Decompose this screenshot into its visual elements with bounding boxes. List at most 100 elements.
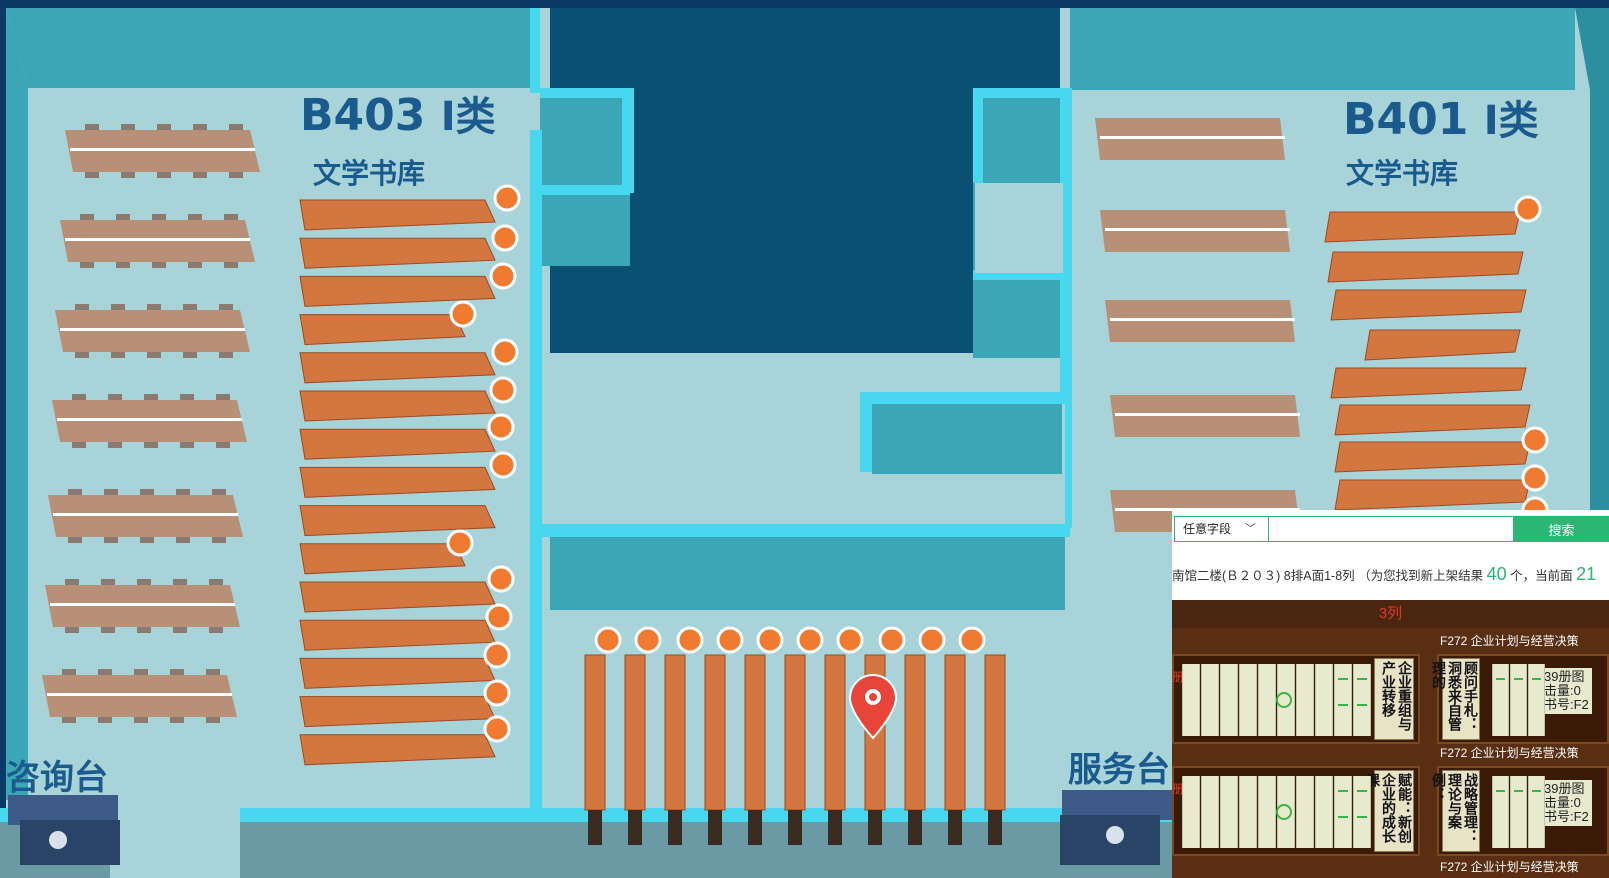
book-title-b[interactable]: 战略管理：理论与案例： [1430, 770, 1480, 852]
book-spine[interactable] [1492, 776, 1509, 848]
reading-table [48, 489, 243, 543]
service-desk-label: 服务台 [1068, 750, 1170, 790]
book-spine[interactable] [1201, 664, 1219, 736]
chevron-down-icon: ﹀ [1245, 523, 1256, 535]
bookshelf-base [828, 810, 842, 845]
shelf-marker-icon [487, 413, 515, 441]
bookshelf-base [948, 810, 962, 845]
room-b403-name: 文学书库 [313, 157, 426, 190]
book-spine[interactable] [1353, 776, 1371, 848]
book-title-a[interactable]: 企业重组与产业转移 [1374, 658, 1414, 740]
room-b403-code: B403 Ⅰ类 [300, 90, 496, 141]
shelf-marker-icon [796, 626, 824, 654]
search-button[interactable]: 搜索 [1514, 516, 1609, 542]
reading-table [65, 124, 260, 178]
book-spine[interactable] [1220, 664, 1238, 736]
bookshelf-base [588, 810, 602, 845]
book-spine[interactable] [1334, 664, 1352, 736]
shelf-marker-icon [489, 451, 517, 479]
book-spine[interactable] [1510, 664, 1527, 736]
shelf-marker-icon [878, 626, 906, 654]
more-icon[interactable] [1276, 801, 1292, 820]
bookshelf [299, 390, 496, 422]
bookshelf [984, 654, 1006, 811]
bookshelf-base [868, 810, 882, 845]
book-spine[interactable] [1353, 664, 1371, 736]
bookshelf [299, 314, 466, 346]
book-title-a[interactable]: 赋能：新创企业的成长课 [1364, 770, 1414, 852]
bookshelf-base [748, 810, 762, 845]
shelf-marker-icon [487, 565, 515, 593]
book-spine[interactable] [1182, 664, 1200, 736]
search-input[interactable] [1268, 516, 1514, 542]
book-spine[interactable] [1315, 664, 1333, 736]
reading-table [1105, 300, 1295, 342]
shelf-marker-icon [493, 184, 521, 212]
bookshelf [299, 275, 496, 307]
bookshelf [1334, 404, 1531, 436]
bookshelf-base [668, 810, 682, 845]
shelf-marker-icon [756, 626, 784, 654]
bookshelf-base [788, 810, 802, 845]
result-info: 南馆二楼(Ｂ２０３) 8排A面1-8列 （为您找到新上架结果 40 个，当前面 … [1172, 564, 1597, 584]
book-spine[interactable] [1296, 776, 1314, 848]
shelf-marker-icon [676, 626, 704, 654]
bookshelf [1324, 211, 1521, 243]
category-label: F272 企业计划与经营决策 [1440, 634, 1579, 648]
bookshelf [584, 654, 606, 811]
shelf-marker-icon [836, 626, 864, 654]
bookshelf [299, 466, 496, 498]
book-search-panel: 任意字段﹀ 搜索 南馆二楼(Ｂ２０３) 8排A面1-8列 （为您找到新上架结果 … [1172, 510, 1609, 878]
book-spine[interactable] [1258, 664, 1276, 736]
shelf-marker-icon [716, 626, 744, 654]
bookshelf [944, 654, 966, 811]
bookshelf [299, 581, 496, 613]
reading-table [1100, 210, 1290, 252]
book-spine[interactable] [1258, 776, 1276, 848]
bookshelf [299, 428, 496, 460]
shelf-marker-icon [1514, 195, 1542, 223]
bookshelf-base [908, 810, 922, 845]
bookshelf-base [708, 810, 722, 845]
field-select[interactable]: 任意字段﹀ [1174, 516, 1268, 542]
bookshelf [1330, 367, 1527, 399]
book-title-b[interactable]: 顾问手札：洞悉来自管理的 [1430, 658, 1480, 740]
book-spine[interactable] [1528, 664, 1545, 736]
bookshelf [299, 505, 496, 537]
book-spine[interactable] [1315, 776, 1333, 848]
book-spine[interactable] [1239, 664, 1257, 736]
location-pin-icon[interactable] [848, 674, 898, 740]
shelf-marker-icon [446, 529, 474, 557]
more-icon[interactable] [1276, 689, 1292, 708]
bookshelf [744, 654, 766, 811]
bookshelf-view: 3列 F272 企业计划与经营决策 册) 企业重组与产业转移 顾问手札：洞悉来自… [1172, 600, 1609, 878]
bookshelf [299, 237, 496, 269]
book-spine[interactable] [1334, 776, 1352, 848]
room-b401-name: 文学书库 [1346, 157, 1459, 190]
reading-table [1110, 395, 1300, 437]
reading-table [60, 214, 255, 268]
reading-table [45, 579, 240, 633]
consultation-desk-label: 咨询台 [6, 758, 108, 798]
book-spine[interactable] [1239, 776, 1257, 848]
shelf-marker-icon [1521, 464, 1549, 492]
bookshelf [299, 199, 496, 231]
bookshelf [299, 543, 466, 575]
book-spine[interactable] [1201, 776, 1219, 848]
shelf-marker-icon [483, 715, 511, 743]
book-spine[interactable] [1220, 776, 1238, 848]
reading-table [42, 669, 237, 723]
reading-table [1095, 118, 1285, 160]
book-spine[interactable] [1492, 664, 1509, 736]
book-spine[interactable] [1528, 776, 1545, 848]
room-b401-code: B401 Ⅰ类 [1343, 94, 1539, 145]
shelf-marker-icon [958, 626, 986, 654]
book-spine[interactable] [1510, 776, 1527, 848]
bookshelf [1364, 329, 1521, 361]
bookshelf [664, 654, 686, 811]
book-spine[interactable] [1182, 776, 1200, 848]
book-spine[interactable] [1296, 664, 1314, 736]
